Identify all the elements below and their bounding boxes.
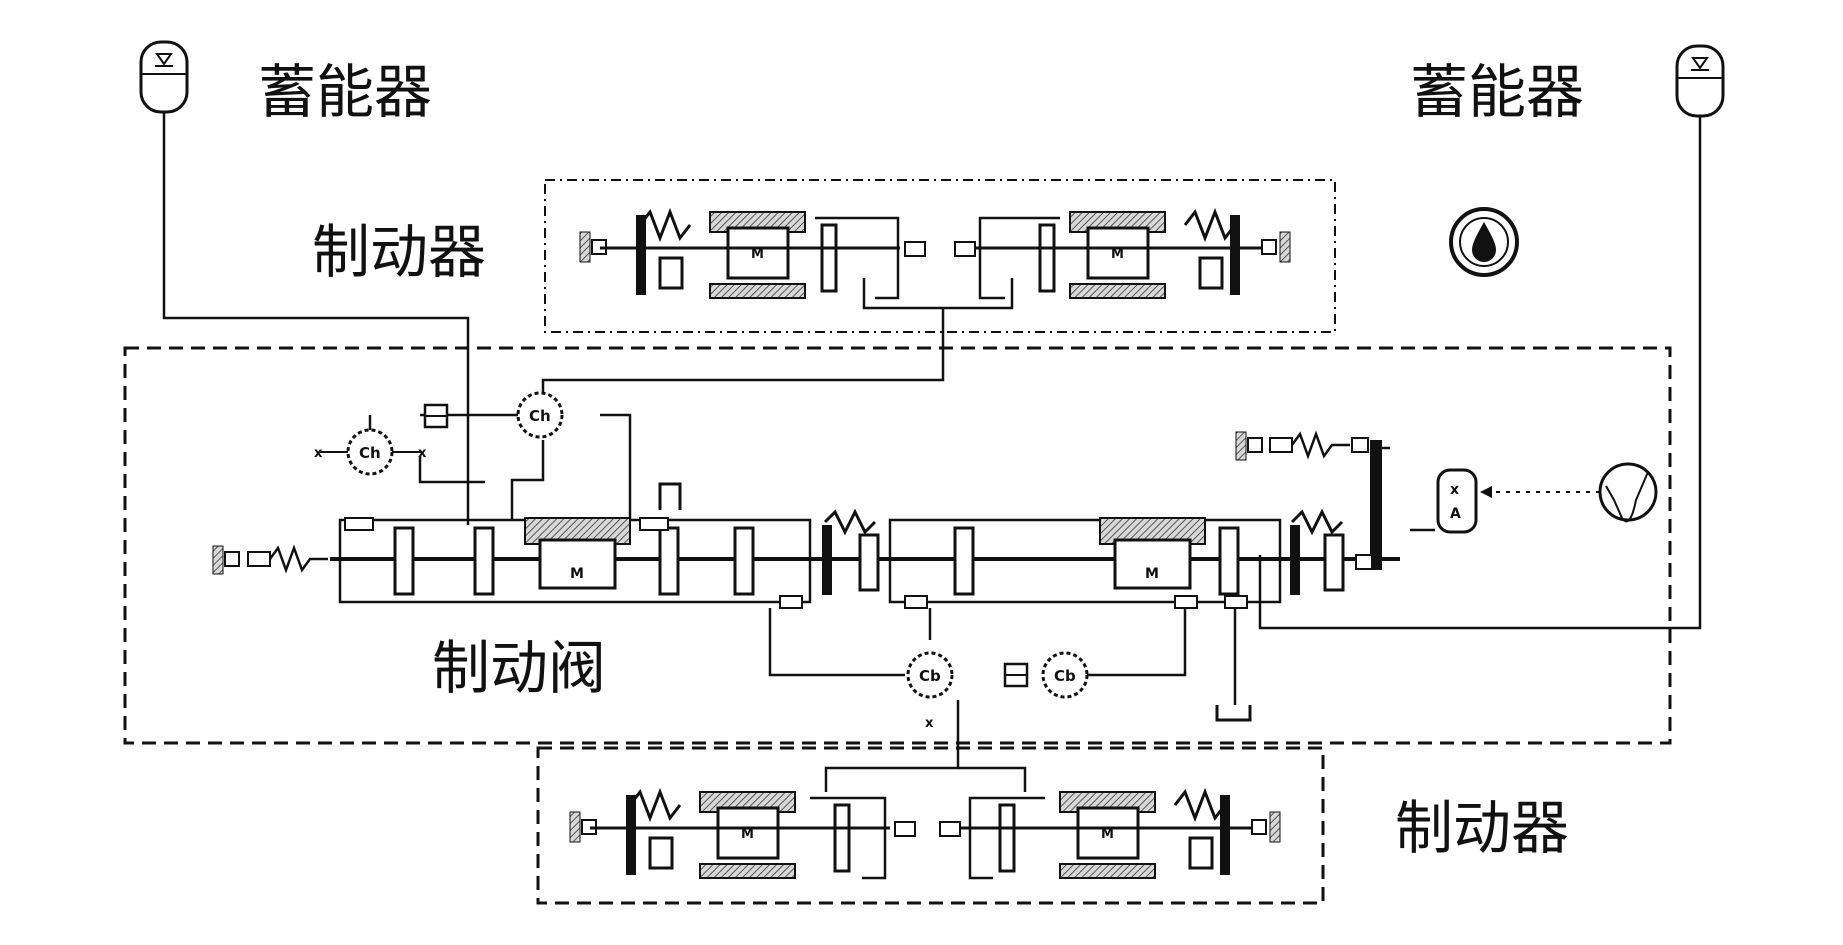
brake-top-assembly: M M [579, 207, 1291, 300]
svg-text:M: M [741, 827, 754, 842]
svg-text:x: x [418, 446, 427, 461]
svg-text:x: x [1450, 482, 1459, 498]
brake-bottom-box [536, 746, 1325, 905]
svg-text:Ch: Ch [359, 444, 381, 462]
hydraulic-fluid-icon [1449, 207, 1519, 277]
brake-valve-label: 制动阀 [432, 634, 606, 702]
svg-text:M: M [751, 247, 764, 262]
signal-source-icon [1598, 462, 1658, 523]
brake-bottom-label: 制动器 [1395, 794, 1569, 862]
svg-text:M: M [1111, 247, 1124, 262]
valve-mass-right: M [1145, 566, 1159, 582]
svg-text:Ch: Ch [529, 407, 551, 425]
brake-valve-box [123, 346, 1672, 745]
chamber-upper-right-icon: Ch [516, 391, 564, 439]
svg-text:M: M [1101, 827, 1114, 842]
accumulator-right-icon [1675, 44, 1725, 118]
chamber-lower-left-icon: Cb x [906, 651, 954, 731]
accumulator-left-icon [139, 40, 189, 114]
accumulator-left-label: 蓄能器 [258, 58, 432, 126]
svg-text:Cb: Cb [919, 667, 941, 685]
brake-valve-body: M M [212, 430, 1400, 609]
svg-text:x: x [925, 716, 934, 731]
accumulator-right-label: 蓄能器 [1410, 58, 1584, 126]
svg-text:A: A [1450, 506, 1461, 522]
valve-mass-left: M [570, 566, 584, 582]
orifice-upper-icon [423, 403, 449, 429]
chamber-lower-right-icon: Cb [1041, 651, 1089, 699]
tank-top-icon [658, 482, 682, 510]
svg-text:Cb: Cb [1054, 667, 1076, 685]
orifice-lower-icon [1003, 662, 1029, 688]
gain-block: x A [1436, 468, 1478, 534]
tank-bottom-icon [1215, 705, 1252, 722]
brake-bottom-assembly: M M [569, 787, 1281, 880]
svg-text:x: x [314, 446, 323, 461]
chamber-upper-left-icon: Ch x x [314, 428, 427, 476]
brake-top-label: 制动器 [312, 218, 486, 286]
brake-top-box [544, 179, 1336, 333]
